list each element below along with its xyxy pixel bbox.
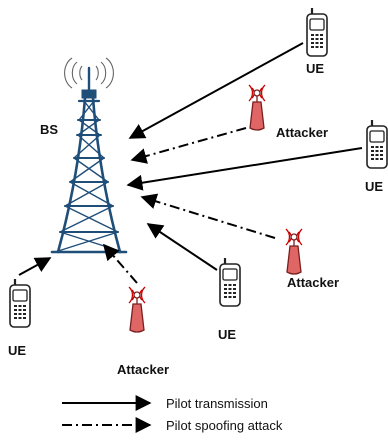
pilot-arrow-ue-top-right	[128, 42, 304, 139]
ue-phone-icon-left	[8, 277, 32, 329]
attacker-label-bottom: Attacker	[117, 362, 169, 377]
attacker-icon-bottom	[128, 286, 146, 333]
attacker-label-right: Attacker	[287, 275, 339, 290]
legend-label-pilot-transmission: Pilot transmission	[166, 396, 268, 411]
ue-phone-icon-top-right	[305, 6, 329, 58]
ue-phone-icon-center	[218, 256, 242, 308]
ue-label-center: UE	[218, 327, 236, 342]
bs-tower-icon	[50, 57, 128, 254]
legend-label-pilot-spoofing: Pilot spoofing attack	[166, 418, 283, 433]
ue-label-left: UE	[8, 343, 26, 358]
pilot-arrow-ue-left	[18, 257, 52, 276]
pilot-arrow-ue-center	[146, 223, 218, 271]
spoof-arrow-attacker-bottom	[102, 243, 138, 284]
attacker-icon-right	[285, 228, 303, 275]
legend: Pilot transmission Pilot spoofing attack	[62, 395, 283, 433]
spoof-arrow-attacker-top	[130, 127, 247, 164]
spoof-arrow-attacker-right	[140, 193, 276, 239]
ue-label-right: UE	[365, 179, 383, 194]
bs-label: BS	[40, 122, 58, 137]
attacker-icon-top	[248, 84, 266, 131]
ue-phone-icon-right	[365, 118, 388, 170]
ue-label-top-right: UE	[306, 61, 324, 76]
pilot-arrow-ue-right	[126, 147, 363, 191]
attacker-label-top: Attacker	[276, 125, 328, 140]
